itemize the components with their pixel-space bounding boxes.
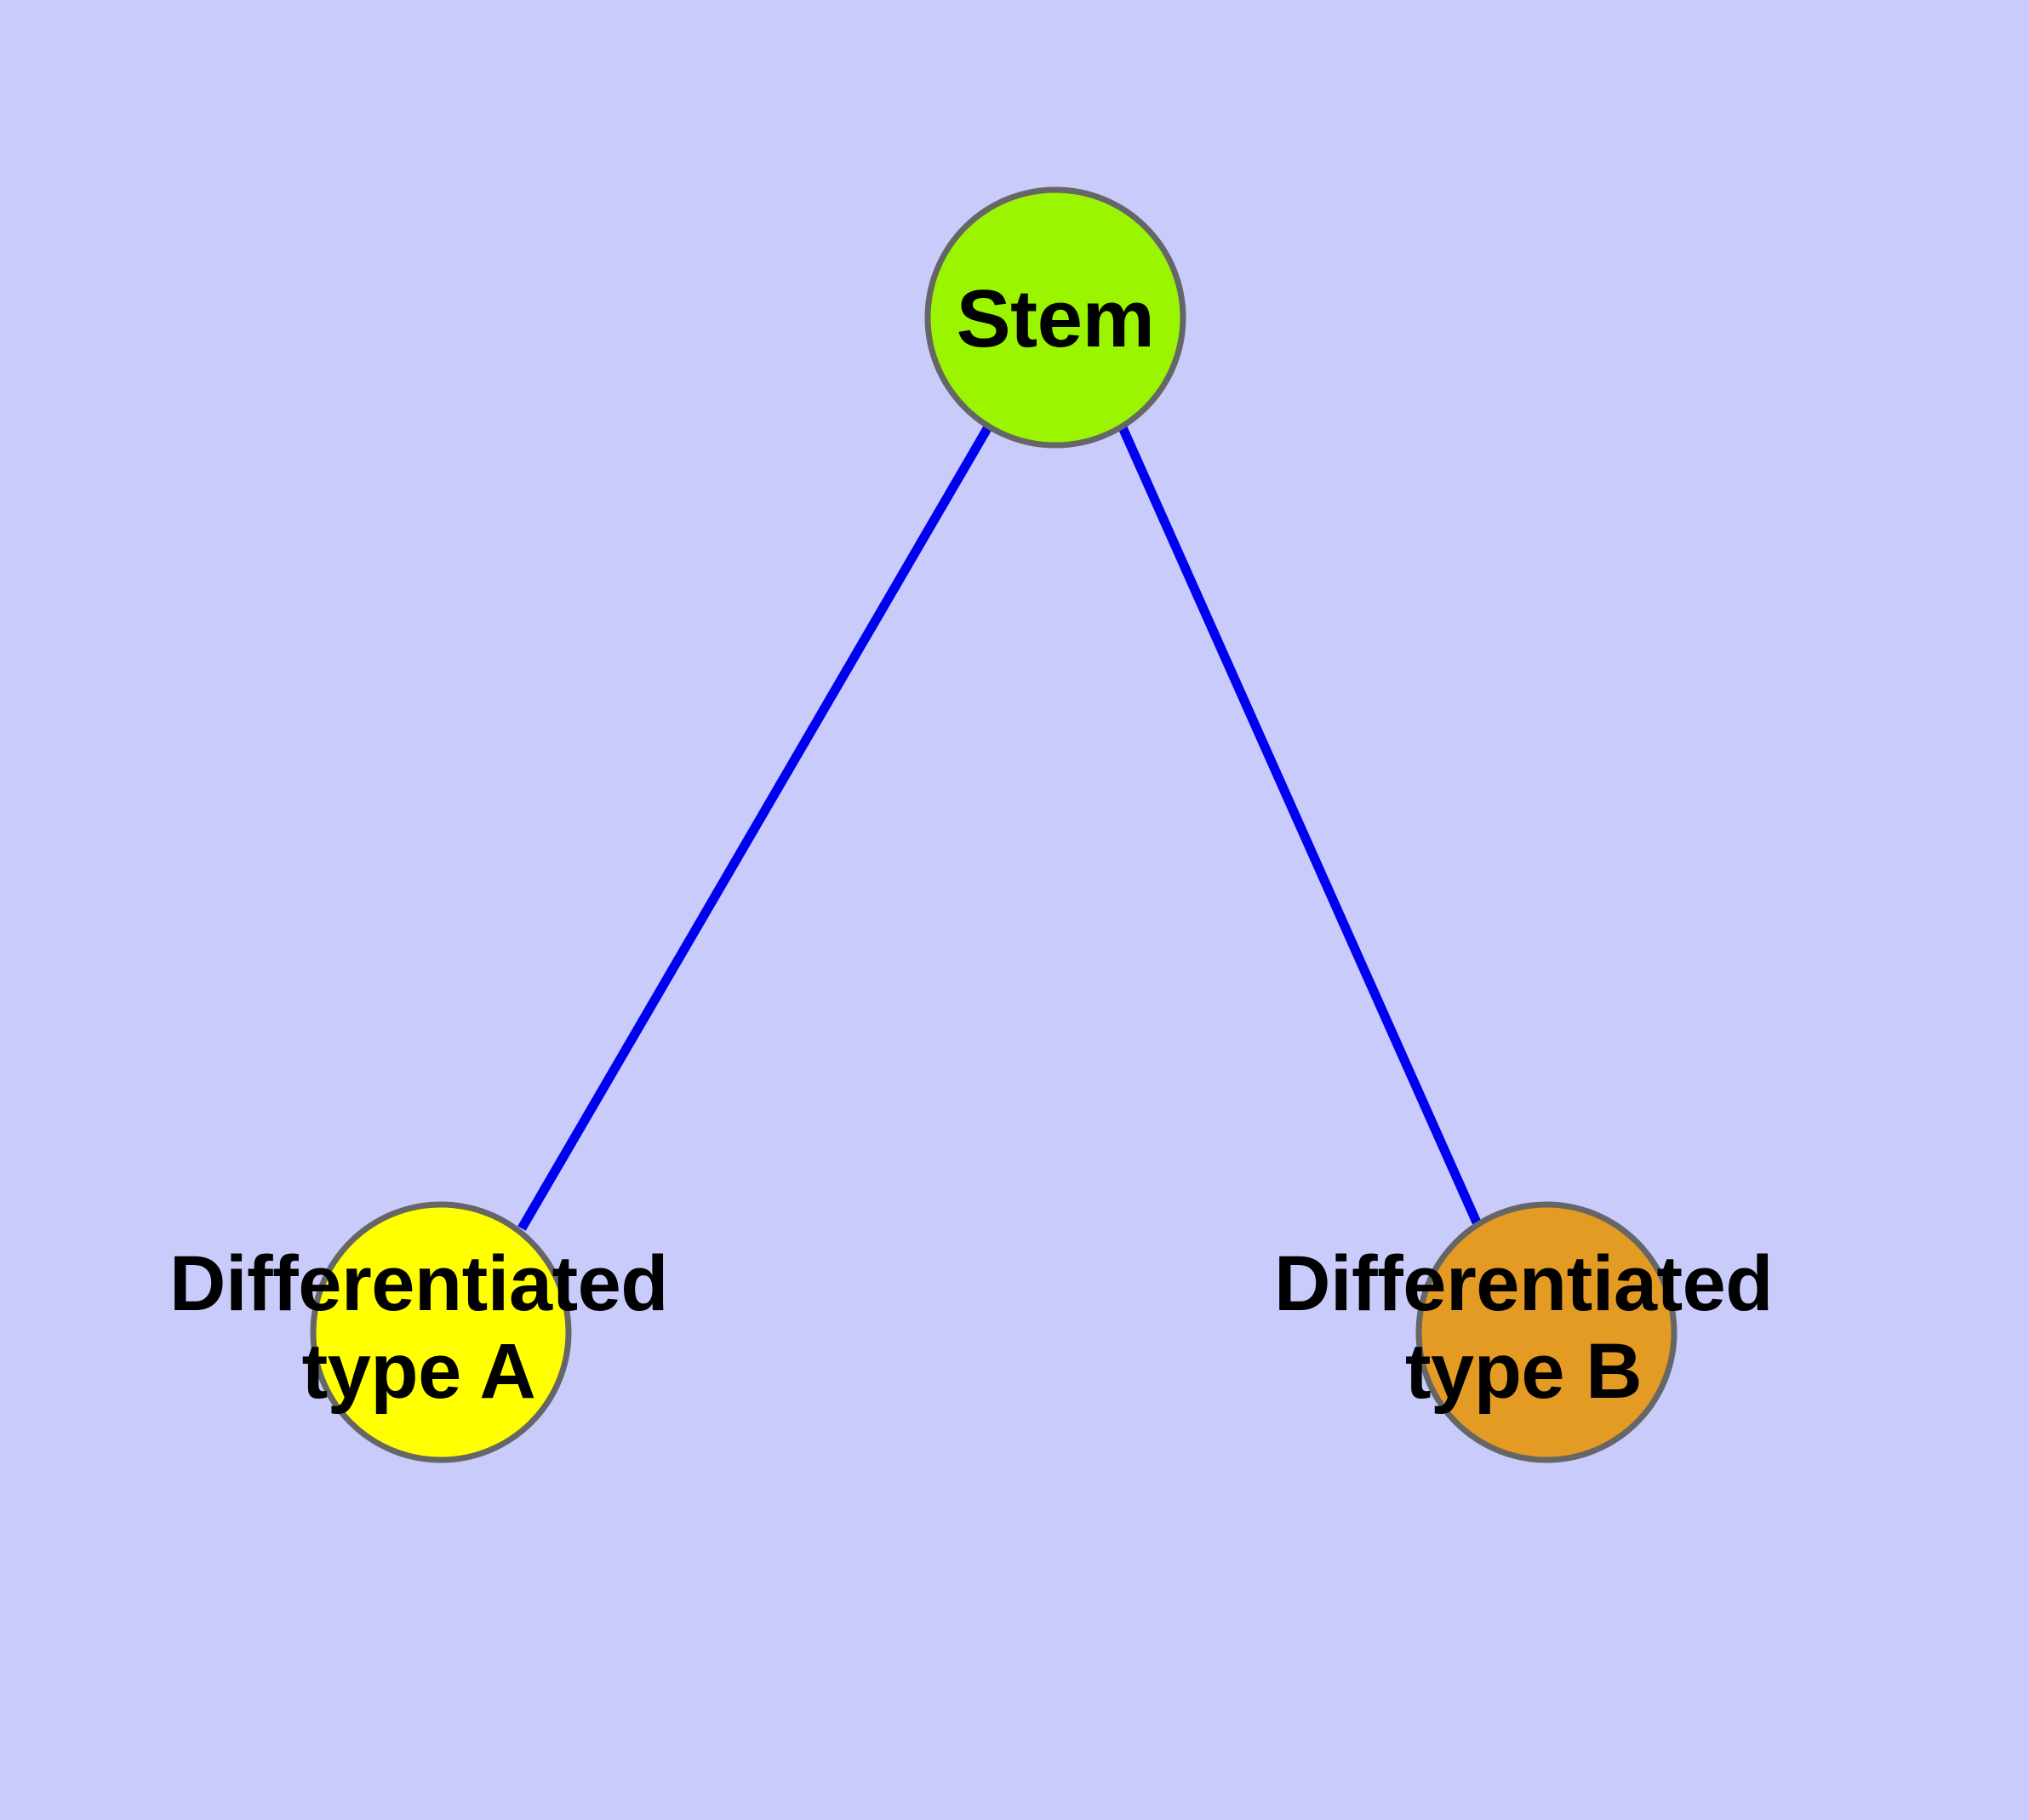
node-stem[interactable]: [924, 186, 1186, 449]
edge-stem-to-differentiated-type-b[interactable]: [1117, 423, 1482, 1225]
node-layer: [310, 186, 1677, 1463]
node-differentiated-type-a[interactable]: [310, 1201, 572, 1463]
node-differentiated-type-b[interactable]: [1415, 1201, 1677, 1463]
edge-layer: [517, 423, 1482, 1231]
edge-stem-to-differentiated-type-a[interactable]: [517, 423, 993, 1231]
